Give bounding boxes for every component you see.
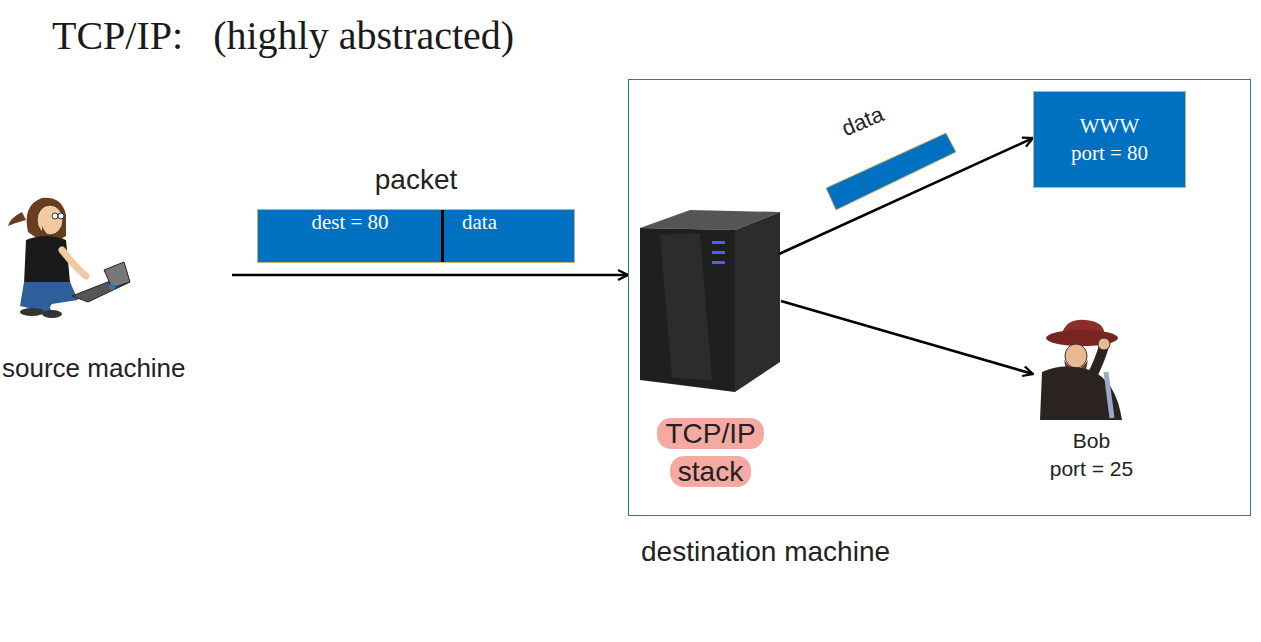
arrow-connector — [232, 274, 628, 277]
node-text: TCP/IP stack — [657, 418, 763, 487]
data-bar — [826, 133, 956, 210]
node-text: port = 25 — [1029, 457, 1154, 481]
node-text: WWW — [1080, 113, 1139, 140]
node-text: dest = 80 — [258, 210, 442, 235]
stack-label-wrap: TCP/IP stack — [638, 415, 783, 491]
node-text: port = 80 — [1071, 140, 1148, 167]
node-text: destination machine — [641, 536, 890, 568]
node-text: source machine — [2, 353, 186, 384]
tcp-ip-stack: TCP/IP stack — [638, 206, 783, 491]
server-icon — [640, 210, 780, 392]
arrow-connector — [781, 301, 1033, 374]
node-text: data — [446, 210, 497, 235]
node-text: Bob — [1029, 429, 1154, 453]
packet-box: packetdest = 80data — [257, 209, 575, 263]
destination-machine: destination machineTCP/IP stackWWWport =… — [628, 79, 1251, 516]
user-figure — [8, 198, 130, 318]
www-box: WWWport = 80 — [1033, 91, 1186, 188]
bob-node: Bob port = 25 — [1029, 319, 1154, 491]
packet-divider — [441, 210, 444, 262]
node-text: packet — [258, 164, 574, 196]
bob-figure — [1040, 320, 1122, 420]
diagram-title: TCP/IP: (highly abstracted) — [52, 12, 514, 59]
free-label: data — [838, 101, 888, 142]
arrow-connector — [779, 138, 1033, 254]
source-machine: source machine — [0, 178, 232, 388]
